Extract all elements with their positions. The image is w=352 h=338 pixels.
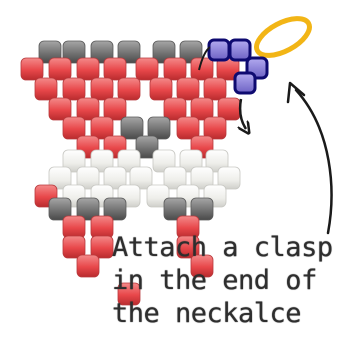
light-gray-bead (190, 166, 214, 190)
red-bead (62, 116, 86, 140)
dark-gray-bead (135, 135, 159, 159)
red-bead (163, 97, 187, 121)
light-gray-bead (146, 184, 170, 208)
light-gray-bead (129, 166, 153, 190)
red-bead (103, 57, 127, 81)
red-bead (117, 77, 141, 101)
red-bead (76, 97, 100, 121)
clasp-bead (233, 71, 257, 95)
red-bead (176, 77, 200, 101)
red-bead (149, 77, 173, 101)
clasp-bead (207, 38, 231, 62)
red-bead (62, 77, 86, 101)
dark-gray-bead (62, 40, 86, 64)
dark-gray-bead (103, 197, 127, 221)
dark-gray-bead (120, 116, 144, 140)
red-bead (190, 254, 214, 278)
dark-gray-bead (117, 40, 141, 64)
red-bead (76, 57, 100, 81)
red-bead (203, 116, 227, 140)
light-gray-bead (163, 166, 187, 190)
red-bead (103, 97, 127, 121)
dark-gray-bead (163, 197, 187, 221)
clasp-bead (228, 38, 252, 62)
red-bead (176, 235, 200, 259)
red-bead (117, 282, 141, 306)
clasp-ring-icon (254, 16, 312, 58)
thread-line (198, 46, 211, 71)
dark-gray-bead (48, 197, 72, 221)
dark-gray-bead (147, 116, 171, 140)
red-bead (48, 97, 72, 121)
red-bead (62, 235, 86, 259)
down-arrow-icon (240, 98, 246, 129)
light-gray-bead (76, 166, 100, 190)
red-bead (190, 97, 214, 121)
light-gray-bead (62, 149, 86, 173)
light-gray-bead (90, 149, 114, 173)
red-bead (90, 235, 114, 259)
light-gray-bead (205, 149, 229, 173)
dark-gray-bead (90, 40, 114, 64)
dark-gray-bead (190, 197, 214, 221)
curved-arrow-icon (294, 88, 333, 235)
red-bead (176, 116, 200, 140)
red-bead (135, 57, 159, 81)
caption-line-2: in the end of (112, 265, 317, 296)
red-bead (20, 57, 44, 81)
red-bead (163, 57, 187, 81)
curved-arrow-head (286, 81, 306, 104)
light-gray-bead (217, 166, 241, 190)
light-gray-bead (48, 166, 72, 190)
red-bead (34, 77, 58, 101)
red-bead (90, 215, 114, 239)
dark-gray-bead (76, 197, 100, 221)
red-bead (90, 77, 114, 101)
light-gray-bead (117, 149, 141, 173)
red-bead (90, 116, 114, 140)
red-bead (203, 77, 227, 101)
caption-line-1: Attach a clasp (112, 232, 333, 263)
caption-line-3: the neckalce (112, 298, 302, 329)
red-bead (62, 215, 86, 239)
red-bead (76, 254, 100, 278)
red-bead (48, 57, 72, 81)
light-gray-bead (103, 166, 127, 190)
